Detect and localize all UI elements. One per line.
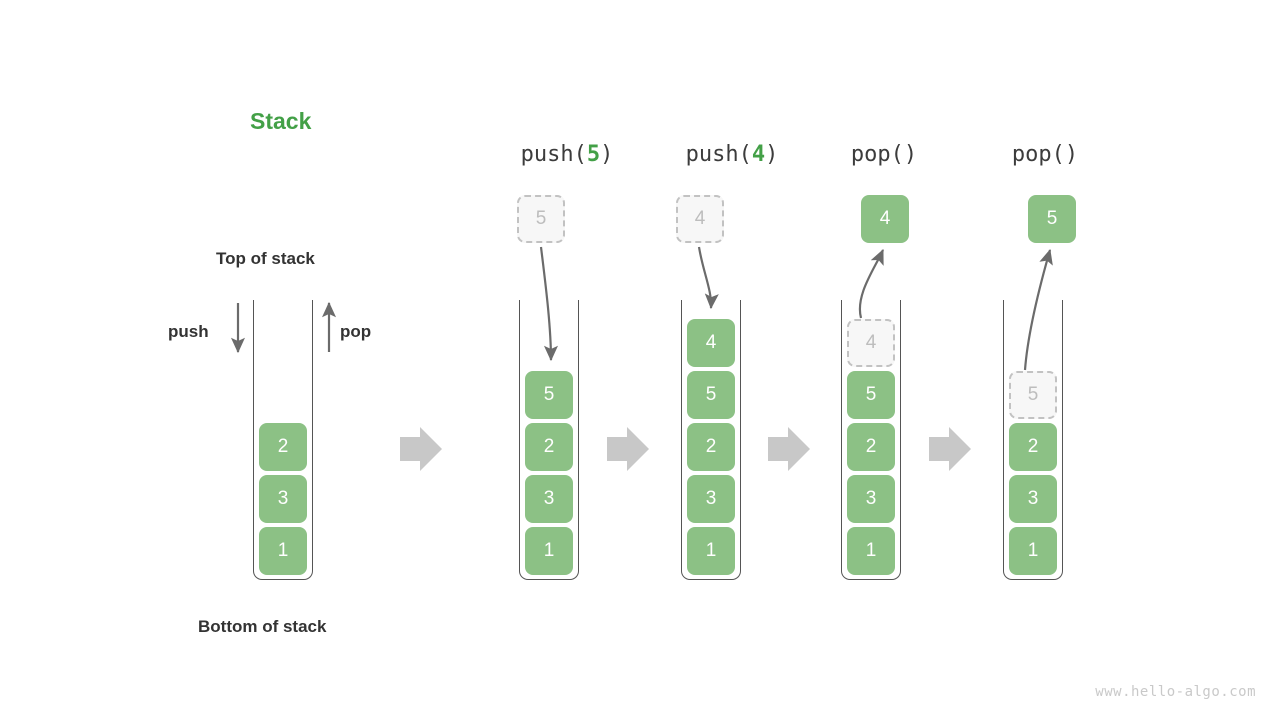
stack-cell: 3 [847,475,895,523]
op-text-suffix: ) [600,142,614,167]
floating-cell-ghost: 5 [517,195,565,243]
op-text-suffix: ) [903,142,918,167]
floating-cell-popped: 5 [1028,195,1076,243]
op-text-arg: 5 [586,142,601,167]
stack-cell-ghost: 5 [1009,371,1057,419]
stack-container-step-4 [1003,300,1063,580]
stack-cell: 3 [1009,475,1057,523]
stack-container-step-2 [681,300,741,580]
flow-arrow-1 [400,427,442,471]
pop-label: pop [340,322,372,341]
floating-cell-popped: 4 [861,195,909,243]
operation-label-push-4: push(4) [686,142,779,167]
stack-cell: 2 [1009,423,1057,471]
stack-cell: 2 [687,423,735,471]
stack-cell: 1 [1009,527,1057,575]
stack-container-step-3 [841,300,901,580]
push-motion-arrow-step-2 [697,246,719,310]
flow-arrow-4 [929,427,971,471]
stack-cell: 1 [847,527,895,575]
stack-cell: 4 [687,319,735,367]
stack-cell: 1 [259,527,307,575]
bottom-of-stack-label: Bottom of stack [198,617,327,636]
stack-cell: 5 [847,371,895,419]
top-of-stack-label: Top of stack [216,249,315,268]
stack-container-step-1 [519,300,579,580]
op-text-arg: 4 [751,142,766,167]
stack-cell: 3 [687,475,735,523]
stack-cell-ghost: 4 [847,319,895,367]
stack-cell: 3 [525,475,573,523]
stack-cell: 5 [525,371,573,419]
stack-container-initial [253,300,313,580]
op-text-prefix: push( [685,142,752,167]
push-label: push [168,322,209,341]
op-text-prefix: push( [520,142,587,167]
operation-label-pop-1: pop() [851,142,917,167]
op-text-suffix: ) [1064,142,1079,167]
stack-cell: 1 [525,527,573,575]
operation-label-push-5: push(5) [521,142,614,167]
stack-cell: 2 [525,423,573,471]
flow-arrow-2 [607,427,649,471]
watermark: www.hello-algo.com [1095,684,1256,700]
op-text-prefix: pop( [850,142,904,167]
stack-cell: 5 [687,371,735,419]
operation-label-pop-2: pop() [1012,142,1078,167]
stack-cell: 2 [847,423,895,471]
stack-cell: 2 [259,423,307,471]
flow-arrow-3 [768,427,810,471]
op-text-prefix: pop( [1011,142,1065,167]
op-text-suffix: ) [765,142,779,167]
stack-cell: 3 [259,475,307,523]
stack-cell: 1 [687,527,735,575]
page-title: Stack [250,108,312,134]
floating-cell-ghost: 4 [676,195,724,243]
